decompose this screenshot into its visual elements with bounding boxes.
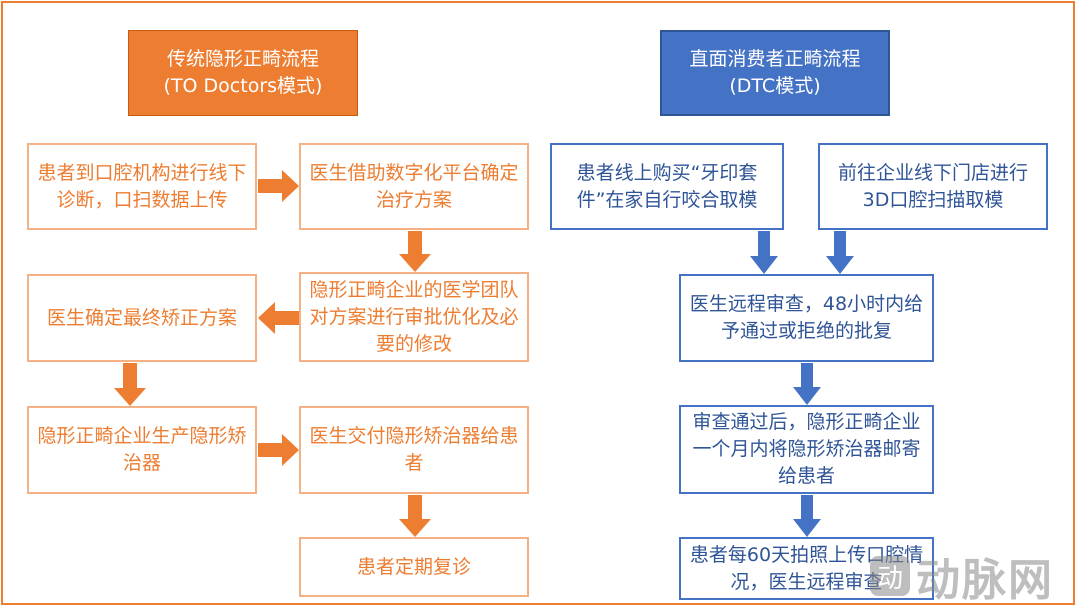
left-step-3: 隐形正畸企业的医学团队对方案进行审批优化及必要的修改	[299, 272, 529, 362]
right-step-4: 审查通过后，隐形正畸企业一个月内将隐形矫治器邮寄给患者	[679, 405, 934, 494]
watermark-text: 动脉网	[916, 555, 1054, 606]
left-step-2-text: 医生借助数字化平台确定治疗方案	[309, 161, 519, 211]
left-step-6: 医生交付隐形矫治器给患者	[299, 406, 529, 494]
left-step-7: 患者定期复诊	[299, 537, 529, 597]
left-step-2: 医生借助数字化平台确定治疗方案	[299, 143, 529, 230]
arrow-down-r4-to-r5	[793, 495, 821, 537]
left-step-5: 隐形正畸企业生产隐形矫治器	[27, 406, 257, 494]
right-header: 直面消费者正畸流程 (DTC模式)	[660, 30, 890, 116]
right-step-1: 患者线上购买“牙印套件”在家自行咬合取模	[550, 143, 784, 230]
right-header-title: 直面消费者正畸流程	[689, 48, 861, 70]
right-step-3: 医生远程审查，48小时内给予通过或拒绝的批复	[679, 274, 934, 362]
left-step-7-text: 患者定期复诊	[356, 555, 471, 578]
arrow-down-r3-to-r4	[793, 363, 821, 405]
arrow-down-4-to-5	[114, 363, 146, 406]
left-header-title: 传统隐形正畸流程	[166, 48, 319, 70]
left-step-1-text: 患者到口腔机构进行线下诊断，口扫数据上传	[37, 161, 247, 211]
right-step-1-text: 患者线上购买“牙印套件”在家自行咬合取模	[576, 161, 758, 211]
left-header: 传统隐形正畸流程 (TO Doctors模式)	[128, 30, 358, 116]
arrow-down-r1-to-r3	[750, 231, 778, 274]
arrow-down-r2-to-r3	[826, 231, 854, 274]
left-header-subtitle: (TO Doctors模式)	[163, 75, 323, 97]
left-step-4-text: 医生确定最终矫正方案	[46, 306, 237, 329]
right-header-subtitle: (DTC模式)	[729, 75, 821, 97]
left-step-6-text: 医生交付隐形矫治器给患者	[309, 425, 519, 474]
right-step-3-text: 医生远程审查，48小时内给予通过或拒绝的批复	[689, 293, 924, 342]
right-step-2-text: 前往企业线下门店进行3D口腔扫描取模	[837, 161, 1028, 211]
arrow-down-6-to-7	[399, 495, 431, 537]
left-step-4: 医生确定最终矫正方案	[27, 274, 257, 362]
right-step-2: 前往企业线下门店进行3D口腔扫描取模	[818, 143, 1048, 230]
left-step-5-text: 隐形正畸企业生产隐形矫治器	[37, 425, 247, 474]
watermark-logo-icon: 动	[870, 556, 910, 596]
arrow-left-3-to-4	[258, 302, 299, 334]
arrow-right-5-to-6	[258, 434, 299, 466]
left-step-3-text: 隐形正畸企业的医学团队对方案进行审批优化及必要的修改	[309, 278, 519, 355]
right-step-4-text: 审查通过后，隐形正畸企业一个月内将隐形矫治器邮寄给患者	[692, 411, 921, 487]
arrow-down-2-to-3	[399, 231, 431, 272]
left-step-1: 患者到口腔机构进行线下诊断，口扫数据上传	[27, 143, 257, 230]
arrow-right-1-to-2	[258, 170, 299, 202]
right-step-5-text: 患者每60天拍照上传口腔情况，医生远程审查	[689, 543, 924, 593]
watermark: 动 动脉网	[870, 544, 1054, 608]
